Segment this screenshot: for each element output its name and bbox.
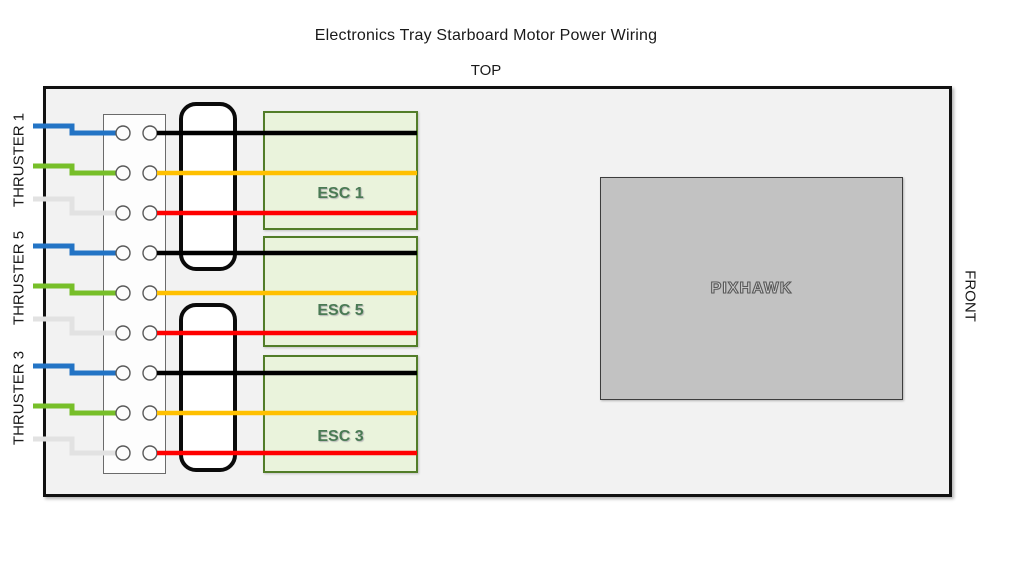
diagram-title: Electronics Tray Starboard Motor Power W… [314, 27, 658, 44]
esc-3-box: ESC 3 [263, 355, 418, 473]
power-connector-bottom [179, 303, 237, 472]
pixhawk-box: PIXHAWK [600, 177, 903, 400]
esc-5-label: ESC 5 [317, 302, 364, 319]
terminal-block [103, 114, 166, 474]
esc-5-box: ESC 5 [263, 236, 418, 347]
thruster-3-label: THRUSTER 3 [10, 350, 28, 446]
pixhawk-label: PIXHAWK [710, 279, 793, 297]
esc-1-label: ESC 1 [317, 185, 364, 202]
thruster-5-label: THRUSTER 5 [10, 230, 28, 326]
top-orientation-label: TOP [470, 62, 502, 79]
power-connector-top [179, 102, 237, 271]
thruster-1-label: THRUSTER 1 [10, 112, 28, 208]
esc-3-label: ESC 3 [317, 428, 364, 445]
front-orientation-label: FRONT [961, 270, 979, 322]
esc-1-box: ESC 1 [263, 111, 418, 230]
